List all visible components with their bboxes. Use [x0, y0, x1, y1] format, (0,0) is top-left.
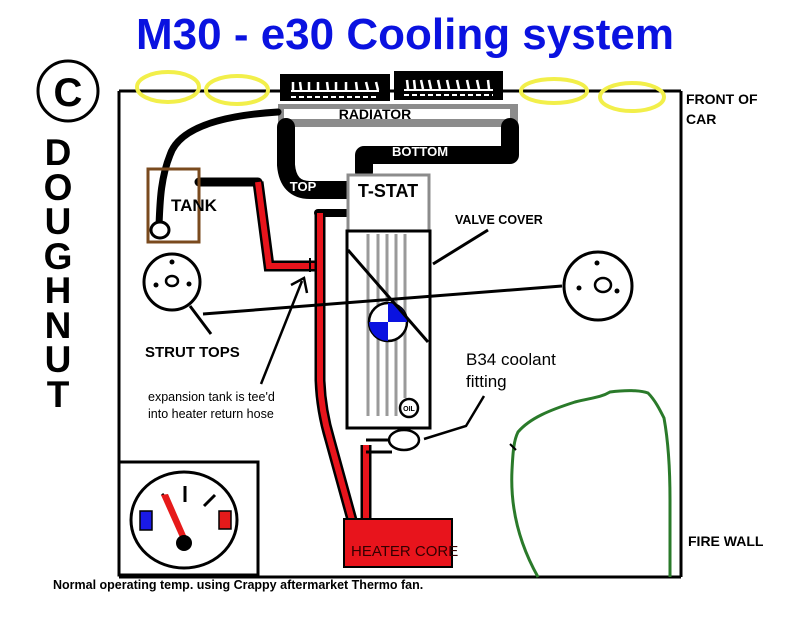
- heater-core-box: [343, 518, 453, 568]
- radiator-fans: [280, 71, 503, 101]
- strut-connector-line: [202, 284, 563, 316]
- tstat-label: T-STAT: [358, 181, 418, 201]
- tank-cap: [149, 220, 171, 240]
- b34-fitting: B34 coolant fitting: [366, 350, 556, 454]
- tstat-housing: [346, 173, 431, 233]
- valve-cover-leader: [432, 228, 489, 266]
- b34-leader: [423, 395, 486, 441]
- tank-outline: [146, 167, 201, 244]
- page-title: M30 - e30 Cooling system: [136, 10, 674, 59]
- firewall-label: FIRE WALL: [688, 533, 764, 549]
- b34-label-line2: fitting: [466, 372, 507, 391]
- doughnut-letter: U: [44, 201, 72, 242]
- strut-top-right: [562, 250, 634, 322]
- highlight-ellipse: [204, 74, 270, 106]
- top-hose: [277, 118, 357, 199]
- tank-label: TANK: [171, 196, 218, 215]
- strut-leader: [188, 305, 213, 335]
- expansion-return-hose: [255, 181, 320, 269]
- doughnut-letter: G: [43, 235, 73, 277]
- caption: Normal operating temp. using Crappy afte…: [53, 578, 424, 592]
- temperature-gauge: [117, 460, 260, 577]
- bottom-hose: [355, 118, 519, 181]
- gauge-pivot: [176, 535, 192, 551]
- highlight-ellipse: [598, 81, 666, 113]
- doughnut-letter: H: [44, 270, 72, 311]
- heater-core: HEATER CORE: [343, 518, 458, 568]
- gauge-needle: [161, 494, 188, 542]
- doughnut-letter: T: [46, 373, 70, 415]
- expansion-tank: TANK: [146, 167, 218, 244]
- c-badge: C: [36, 59, 100, 123]
- heater-return-hose: [317, 213, 355, 521]
- valve-cover: OIL: [345, 229, 432, 430]
- top-hose-label: TOP: [290, 179, 317, 194]
- radiator-label: RADIATOR: [339, 106, 412, 122]
- front-of-car-label-line1: FRONT OF: [686, 91, 758, 107]
- heater-hoses: [252, 181, 372, 522]
- bmw-roundel-icon: [367, 301, 409, 343]
- highlight-ellipse: [519, 77, 589, 105]
- c-badge-circle: [36, 59, 100, 123]
- oil-cap-label: OIL: [403, 406, 415, 413]
- overflow-hose: [155, 108, 282, 229]
- black-hoses: [155, 108, 519, 229]
- firewall-outline: [510, 389, 672, 578]
- doughnut-letter: N: [44, 304, 72, 346]
- b34-label-line1: B34 coolant: [466, 350, 556, 369]
- strut-tops-label: STRUT TOPS: [145, 344, 240, 361]
- doughnut-letter: O: [43, 166, 73, 208]
- front-of-car-label-line2: CAR: [686, 111, 716, 127]
- gauge-hot-marker: [218, 510, 232, 530]
- expansion-note-line1: expansion tank is tee'd: [148, 390, 275, 404]
- strut-top-left: [142, 252, 202, 312]
- strut-tops: STRUT TOPS: [142, 250, 634, 361]
- bottom-hose-label: BOTTOM: [392, 144, 448, 159]
- radiator-core: [284, 109, 510, 119]
- b34-fitting-icon: [387, 428, 421, 452]
- heater-core-label: HEATER CORE: [351, 543, 458, 560]
- expansion-note: expansion tank is tee'd into heater retu…: [148, 276, 309, 421]
- oil-cap-icon: [398, 397, 420, 419]
- doughnut-letter: D: [44, 132, 72, 173]
- valve-cover-label: VALVE COVER: [455, 213, 543, 227]
- c-badge-letter: C: [54, 71, 83, 115]
- gauge-dial: [129, 470, 239, 570]
- radiator: RADIATOR: [278, 104, 518, 127]
- highlight-ellipses: [135, 70, 666, 113]
- thermostat: T-STAT: [346, 173, 431, 233]
- arrow-head-icon: [290, 276, 309, 294]
- gauge-cold-marker: [139, 510, 153, 531]
- doughnut-letter: U: [44, 339, 72, 380]
- doughnut-vertical-label: D O U G H N U T: [38, 132, 78, 415]
- highlight-ellipse: [135, 70, 201, 104]
- expansion-note-line2: into heater return hose: [148, 407, 274, 421]
